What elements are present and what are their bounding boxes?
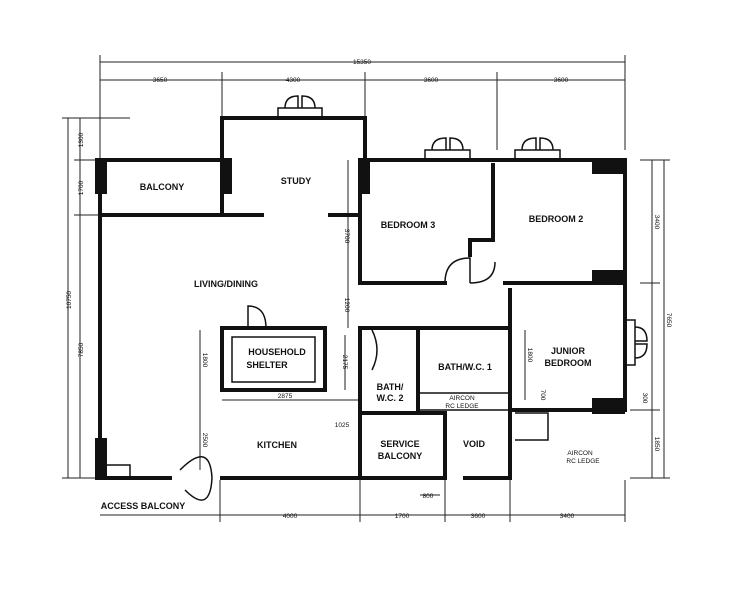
dim-bottom: 4000 [283,513,298,520]
dim-inner: 1025 [335,422,350,429]
dim-total-top: 15350 [353,59,371,66]
room-study: STUDY [281,176,312,186]
room-shelter: HOUSEHOLD [248,347,306,357]
dim-top: 3650 [153,77,168,84]
dim-top: 3600 [424,77,439,84]
dim-inner: 2500 [201,433,208,448]
dim-bottom: 3400 [560,513,575,520]
room-junior-bedroom: BEDROOM [545,358,592,368]
dim-left: 1300 [78,132,85,147]
room-junior-bedroom: JUNIOR [551,346,586,356]
dim-left: 1700 [78,180,85,195]
room-bath-1: BATH/W.C. 1 [438,362,492,372]
room-void: VOID [463,439,486,449]
room-service-balcony: BALCONY [378,451,423,461]
room-shelter: SHELTER [246,360,288,370]
dimension-lines [62,55,670,522]
aircon-ledge-label: AIRCON [449,395,475,402]
dim-top: 3600 [554,77,569,84]
room-living-dining: LIVING/DINING [194,279,258,289]
walls [95,116,627,480]
dim-right-total: 7650 [665,313,672,328]
dim-inner: 700 [539,390,546,401]
room-kitchen: KITCHEN [257,440,297,450]
room-access-balcony: ACCESS BALCONY [101,501,186,511]
dim-left: 7850 [78,342,85,357]
dim-inner: 2875 [278,393,293,400]
room-balcony: BALCONY [140,182,185,192]
room-bedroom-3: BEDROOM 3 [381,220,436,230]
dim-inner: 1200 [343,298,350,313]
dim-right: 3400 [653,215,660,230]
doors-windows [179,95,648,501]
dim-bottom: 1700 [395,513,410,520]
room-service-balcony: SERVICE [380,439,419,449]
room-bath-2: W.C. 2 [376,393,403,403]
dim-left-total: 10750 [66,291,73,309]
dim-inner: 1800 [201,353,208,368]
aircon-ledge-label: RC LEDGE [445,403,479,410]
aircon-ledge-label: AIRCON [567,450,593,457]
dim-bottom: 3600 [471,513,486,520]
dim-inner: 3700 [343,229,350,244]
dim-inner: 800 [423,493,434,500]
dim-top: 4300 [286,77,301,84]
dim-right: 300 [641,393,648,404]
room-bedroom-2: BEDROOM 2 [529,214,584,224]
room-bath-2: BATH/ [377,382,404,392]
dim-inner: 2175 [341,355,348,370]
dim-right: 1850 [653,437,660,452]
dim-inner: 1800 [526,348,533,363]
aircon-ledge-label: RC LEDGE [566,458,600,465]
